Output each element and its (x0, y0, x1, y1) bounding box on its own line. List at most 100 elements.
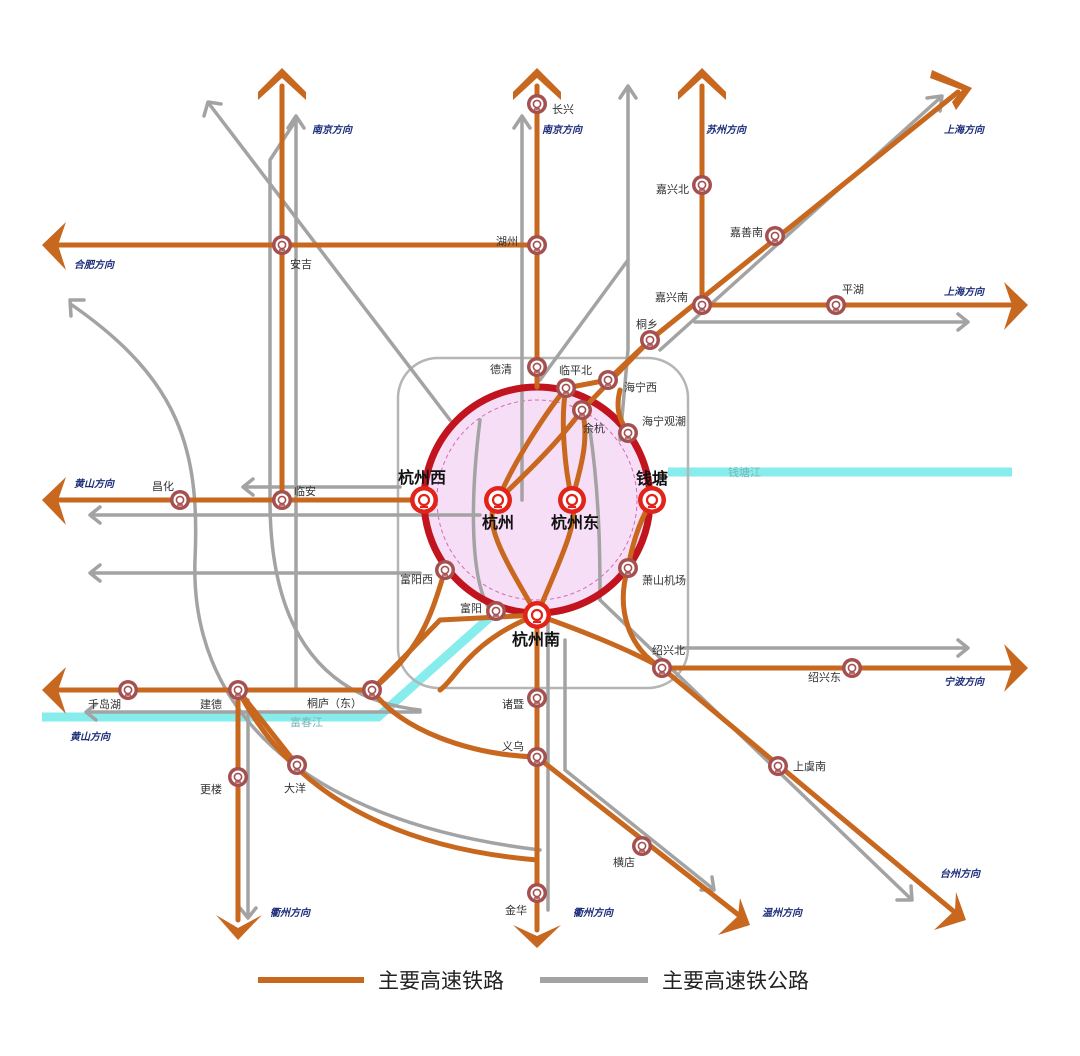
major-station-labels: 杭州西 杭州 杭州东 钱塘 杭州南 (398, 468, 668, 649)
railway-station-icon[interactable] (526, 746, 548, 768)
highway-arrows (68, 84, 970, 920)
railway-station-icon[interactable] (841, 657, 863, 679)
major-railway-station-icon[interactable] (636, 484, 668, 516)
chevron-arrow-icon (1004, 644, 1028, 692)
railway-station-icon[interactable] (639, 329, 661, 351)
major-railway-station-icon[interactable] (408, 484, 440, 516)
station-label-jiaxingnan: 嘉兴南 (655, 290, 688, 304)
railway-station-icon[interactable] (169, 489, 191, 511)
railway-station-icon[interactable] (485, 600, 507, 622)
river-label-fuchunjiang: 富春江 (290, 715, 323, 729)
railway-station-icon[interactable] (651, 657, 673, 679)
station-label-hengdian: 横店 (613, 855, 635, 869)
chevron-arrow-icon (42, 477, 66, 525)
river-label-qiantangjiang: 钱塘江 (728, 465, 761, 479)
railway-station-icon[interactable] (526, 356, 548, 378)
station-label-jiaxingbei: 嘉兴北 (656, 182, 689, 196)
station-label-genglou: 更楼 (200, 782, 222, 796)
station-label-yiwu: 义乌 (502, 739, 524, 753)
station-label-haininguanchao: 海宁观潮 (642, 414, 686, 428)
station-label-changxing: 长兴 (552, 103, 574, 116)
railway-station-icon[interactable] (361, 679, 383, 701)
open-arrow-icon (241, 477, 255, 497)
station-label-zhuji: 诸暨 (502, 698, 524, 711)
direction-label-wenzhou: 温州方向 (762, 907, 803, 919)
direction-label-huangshan: 黄山方向 (74, 478, 115, 490)
open-arrow-icon (956, 312, 970, 332)
chevron-arrow-icon (1004, 282, 1028, 330)
station-label-jiashannan: 嘉善南 (730, 225, 763, 239)
chevron-arrow-icon (934, 892, 966, 930)
major-station-label-hangzhou: 杭州 (482, 513, 514, 532)
direction-label-ningbo: 宁波方向 (944, 676, 985, 688)
rail-arrows (42, 68, 1028, 948)
major-railway-station-icon[interactable] (521, 599, 553, 631)
legend-rail-label: 主要高速铁路 (378, 969, 504, 993)
station-label-fuyangxi: 富阳西 (400, 572, 433, 586)
railway-station-icon[interactable] (286, 754, 308, 776)
major-station-label-qiantang: 钱塘 (636, 469, 668, 488)
open-arrow-icon (88, 563, 102, 583)
major-station-label-hangzhounan: 杭州南 (512, 630, 560, 649)
open-arrow-icon (286, 114, 306, 130)
railway-station-icon[interactable] (434, 559, 456, 581)
direction-label-huangshan: 黄山方向 (70, 731, 111, 743)
railway-station-icon[interactable] (526, 687, 548, 709)
direction-label-shanghai: 上海方向 (944, 286, 985, 298)
open-arrow-icon (618, 84, 638, 100)
railway-station-icon[interactable] (691, 294, 713, 316)
railway-station-icon[interactable] (117, 679, 139, 701)
direction-label-shanghai: 上海方向 (944, 124, 985, 136)
railway-station-icon[interactable] (691, 174, 713, 196)
railway-station-icon[interactable] (631, 835, 653, 857)
chevron-arrow-icon (258, 68, 306, 100)
railway-station-icon[interactable] (555, 377, 577, 399)
station-label-tonglu: 桐庐（东） (307, 696, 362, 710)
inner-dashed-ring (436, 399, 638, 601)
major-railway-station-icon[interactable] (482, 484, 514, 516)
chevron-arrow-icon (513, 925, 561, 948)
railway-station-icon[interactable] (526, 882, 548, 904)
direction-label-quzhou: 衢州方向 (573, 907, 614, 919)
railway-station-icon[interactable] (767, 755, 789, 777)
railway-station-icon[interactable] (271, 234, 293, 256)
direction-label-hefei: 合肥方向 (74, 259, 115, 271)
open-arrow-icon (84, 702, 98, 722)
railway-station-icon[interactable] (526, 93, 548, 115)
railway-station-icon[interactable] (764, 225, 786, 247)
direction-label-quzhou: 衢州方向 (270, 907, 311, 919)
open-arrow-icon (895, 884, 914, 902)
open-arrow-icon (88, 505, 102, 525)
chevron-arrow-icon (930, 70, 972, 110)
chevron-arrow-icon (513, 68, 561, 100)
legend: 主要高速铁路 主要高速铁公路 (258, 969, 809, 993)
railway-station-icon[interactable] (227, 679, 249, 701)
station-label-dayang: 大洋 (284, 781, 306, 795)
direction-label-suzhou: 苏州方向 (706, 124, 747, 136)
station-label-changhua: 昌化 (152, 479, 174, 493)
railway-station-icon[interactable] (825, 294, 847, 316)
station-label-linan: 临安 (294, 484, 316, 498)
station-label-yuhang: 余杭 (583, 421, 605, 435)
station-label-shangyunan: 上虞南 (793, 759, 826, 773)
railway-station-icon[interactable] (617, 557, 639, 579)
open-arrow-icon (512, 114, 532, 130)
station-labels: 长兴 湖州 安吉 德清 临平北 余杭 海宁西 海宁观潮 桐乡 嘉兴南 嘉兴北 嘉… (88, 103, 864, 917)
station-label-pinghu: 平湖 (842, 283, 864, 296)
railway-station-icon[interactable] (227, 766, 249, 788)
chevron-arrow-icon (216, 915, 262, 940)
railway-station-icon[interactable] (597, 369, 619, 391)
major-station-label-hangzhouxi: 杭州西 (398, 468, 446, 487)
railway-station-icon[interactable] (617, 422, 639, 444)
railway-station-icon[interactable] (271, 489, 293, 511)
chevron-arrow-icon (718, 898, 750, 935)
station-label-jiande: 建德 (200, 697, 222, 711)
direction-labels: 南京方向 南京方向 苏州方向 上海方向 上海方向 合肥方向 黄山方向 黄山方向 … (70, 124, 985, 919)
major-railway-station-icon[interactable] (556, 484, 588, 516)
station-label-jinhua: 金华 (505, 903, 527, 917)
railway-station-icon[interactable] (571, 399, 593, 421)
railway-station-icon[interactable] (526, 234, 548, 256)
station-label-tongxiang: 桐乡 (636, 317, 658, 331)
open-arrow-icon (956, 638, 970, 658)
